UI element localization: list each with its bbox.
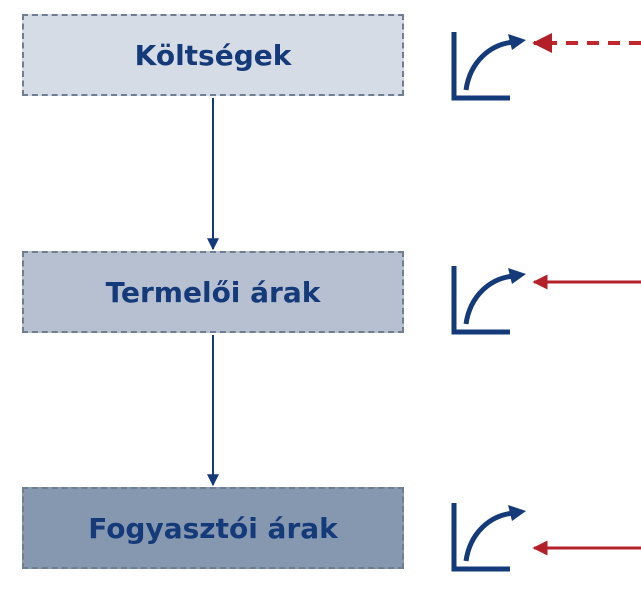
costs-box: Költségek [22,14,404,96]
rising-curve-chart-icon [451,503,526,572]
consumer-prices-box: Fogyasztói árak [22,487,404,569]
producer-prices-box: Termelői árak [22,251,404,333]
rising-curve-chart-icon [451,32,526,101]
rising-curve-chart-icon [451,266,526,335]
producer-prices-label: Termelői árak [105,275,321,309]
costs-label: Költségek [134,38,292,72]
consumer-prices-label: Fogyasztói árak [88,511,338,545]
